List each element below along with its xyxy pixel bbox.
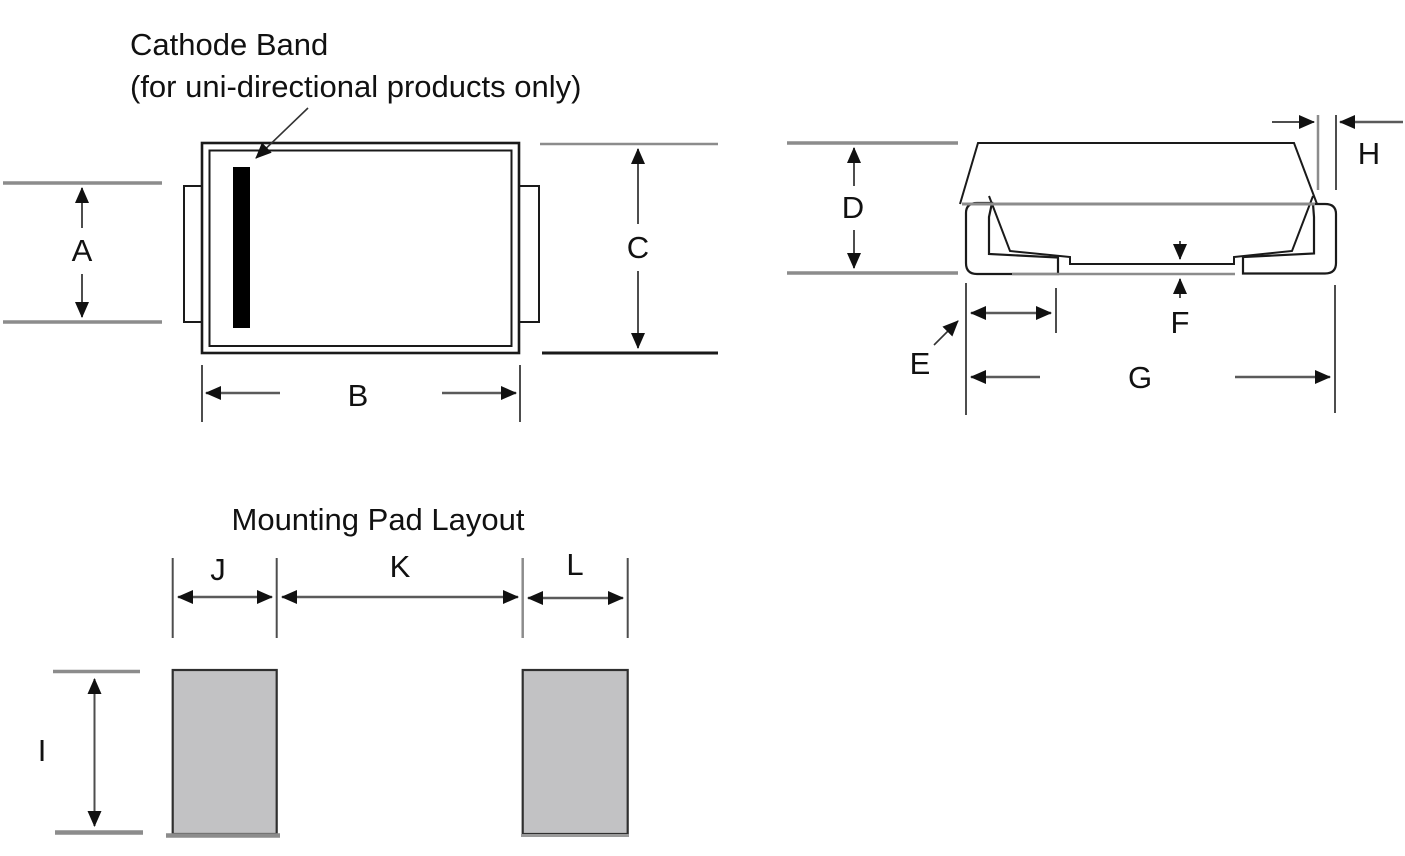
dim-e-leader-arrow [933,320,959,346]
left-pad [171,668,278,836]
right-terminal-tab [518,185,540,323]
dim-l: L [521,547,629,638]
dim-e-label: E [910,346,931,381]
package-body-outline [200,141,521,355]
dim-a: A [3,181,162,324]
dim-b: B [201,365,521,422]
dim-c-label: C [627,230,649,265]
annotation-line2: (for uni-directional products only) [130,69,581,104]
dim-a-label: A [72,233,93,268]
dim-h: H [1272,115,1403,190]
dim-d-label: D [842,190,864,225]
cathode-band-annotation: Cathode Band (for uni-directional produc… [130,27,581,159]
mounting-pad-layout: Mounting Pad Layout J K L [38,502,629,838]
dim-k: K [281,549,519,604]
dim-d: D [787,141,958,275]
dim-f: F [1012,241,1235,340]
right-lead [1241,202,1338,275]
body-upper-outline [959,142,1318,205]
pad-layout-title: Mounting Pad Layout [232,502,525,537]
body-lower-outline [988,195,1314,265]
dim-j: J [171,552,278,638]
right-pad [521,668,629,836]
dim-g-label: G [1128,360,1152,395]
annotation-leader-arrow [255,107,309,159]
side-view: D H F E G [787,115,1403,415]
dim-b-label: B [348,378,369,413]
left-terminal-tab [183,185,204,323]
dim-k-label: K [390,549,411,584]
dim-i: I [38,669,143,835]
dim-j-label: J [210,552,226,587]
dim-e: E [910,283,1057,415]
cathode-band [233,167,250,328]
dim-g: G [970,285,1336,413]
left-lead [964,201,1060,276]
dim-h-label: H [1358,136,1380,171]
dim-c: C [540,142,718,355]
dim-f-label: F [1171,305,1190,340]
annotation-line1: Cathode Band [130,27,328,62]
top-view: A C B [3,141,718,422]
dim-i-label: I [38,733,47,768]
dim-l-label: L [566,547,583,582]
package-body-inner-outline [208,149,513,347]
